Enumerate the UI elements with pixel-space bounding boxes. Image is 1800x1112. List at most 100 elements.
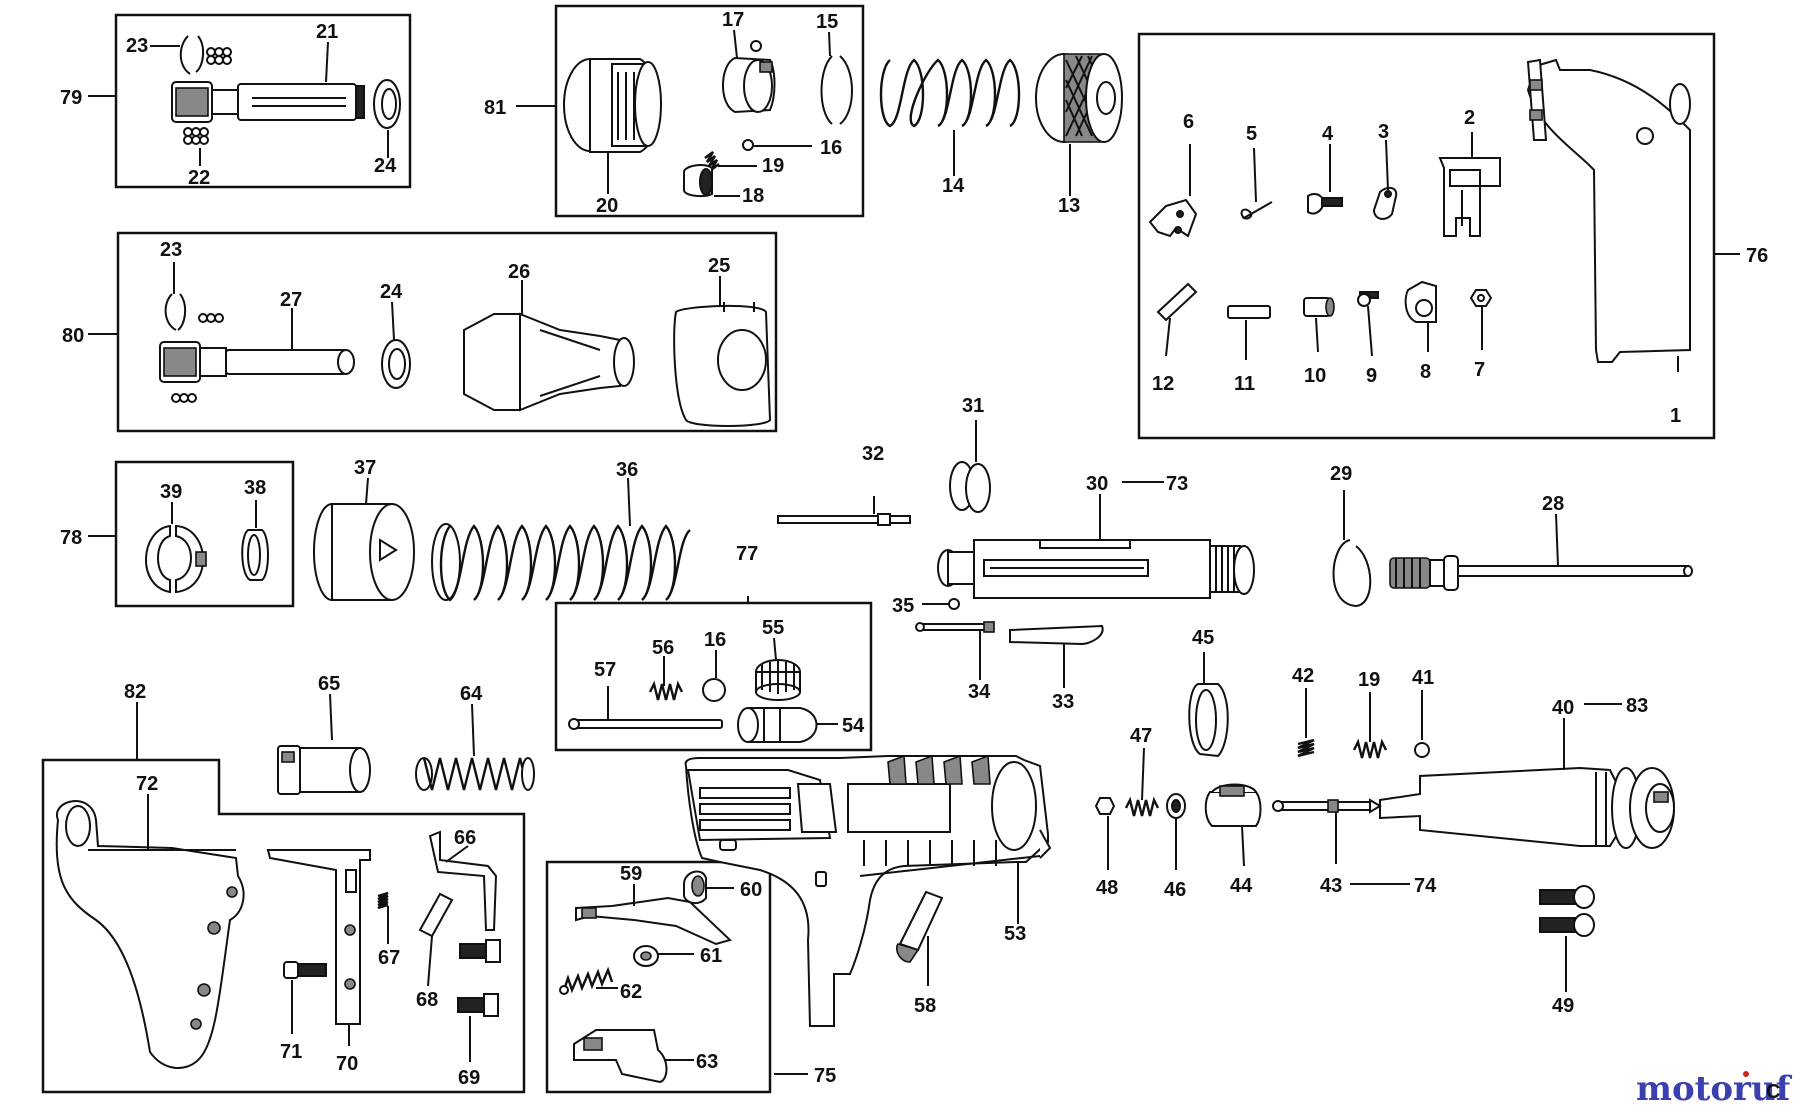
label-62: 62 — [620, 981, 642, 1003]
label-67: 67 — [378, 947, 400, 969]
kit-box-82 — [41, 758, 526, 1094]
label-13: 13 — [1058, 195, 1080, 217]
label-23a: 23 — [126, 35, 148, 57]
part-63-safety — [573, 1029, 668, 1084]
part-48-nut — [1094, 797, 1116, 815]
label-56: 56 — [652, 637, 674, 659]
part-39-split-bushing — [145, 524, 207, 594]
part-19b-spring — [1352, 738, 1388, 759]
part-33-plate — [1009, 624, 1104, 646]
kit-box-81 — [554, 4, 865, 218]
label-63: 63 — [696, 1051, 718, 1073]
part-11-pin — [1227, 305, 1271, 319]
label-27: 27 — [280, 289, 302, 311]
part-34-pin — [915, 621, 995, 633]
part-22b-balls-top — [198, 313, 224, 323]
part-24-washer — [373, 79, 401, 129]
label-70: 70 — [336, 1053, 358, 1075]
part-55-knob — [755, 659, 801, 701]
part-4-screw — [1307, 193, 1343, 215]
label-77: 77 — [736, 543, 758, 565]
label-30: 30 — [1086, 473, 1108, 495]
label-58: 58 — [914, 995, 936, 1017]
part-16b-ball — [702, 678, 726, 702]
part-72-grip — [55, 800, 245, 1070]
label-44: 44 — [1230, 875, 1253, 897]
kit-box-79 — [114, 13, 412, 189]
label-5: 5 — [1246, 123, 1257, 145]
part-14-spring — [879, 58, 1021, 128]
label-21: 21 — [316, 21, 338, 43]
part-28-piston — [1389, 555, 1693, 591]
kit-box-80 — [116, 231, 778, 433]
label-53: 53 — [1004, 923, 1026, 945]
part-49-screw-a — [1539, 885, 1595, 909]
part-45-ring — [1188, 683, 1229, 758]
part-22-balls-top — [206, 47, 232, 65]
part-61-washer — [633, 945, 659, 967]
part-1-handle — [1526, 58, 1691, 363]
part-2-bracket — [1438, 157, 1501, 237]
label-71: 71 — [280, 1041, 302, 1063]
part-37-cylinder — [313, 503, 415, 601]
label-42: 42 — [1292, 665, 1314, 687]
watermark-logo: motoruf — [1636, 1069, 1793, 1109]
label-48: 48 — [1096, 877, 1118, 899]
label-31: 31 — [962, 395, 984, 417]
part-64-spring — [415, 757, 535, 791]
label-2: 2 — [1464, 107, 1475, 129]
watermark-dot — [1743, 1071, 1749, 1077]
part-7-nut — [1469, 289, 1493, 307]
label-20: 20 — [596, 195, 618, 217]
part-26-nosepiece — [463, 312, 635, 412]
part-5-torsion-spring — [1240, 201, 1273, 220]
label-8: 8 — [1420, 361, 1431, 383]
label-24b: 24 — [380, 281, 403, 303]
label-80: 80 — [62, 325, 84, 347]
label-41: 41 — [1412, 667, 1434, 689]
part-35-ball — [948, 598, 960, 610]
part-24b-washer — [381, 339, 411, 389]
part-68-pin — [418, 892, 454, 938]
label-16b: 16 — [704, 629, 726, 651]
label-75: 75 — [814, 1065, 836, 1087]
label-35: 35 — [892, 595, 914, 617]
label-17: 17 — [722, 9, 744, 31]
part-46-washer — [1166, 793, 1186, 819]
part-38-split-ring — [241, 529, 269, 581]
label-47: 47 — [1130, 725, 1152, 747]
part-70-trigger-plate — [266, 849, 371, 1025]
label-10: 10 — [1304, 365, 1326, 387]
label-14: 14 — [942, 175, 965, 197]
label-81: 81 — [484, 97, 506, 119]
label-39: 39 — [160, 481, 182, 503]
part-47-spring — [1124, 796, 1160, 817]
label-22: 22 — [188, 167, 210, 189]
label-65: 65 — [318, 673, 340, 695]
part-20-sleeve — [563, 58, 662, 153]
part-40-cylinder — [1379, 766, 1675, 849]
label-72: 72 — [136, 773, 158, 795]
part-49-screw-b — [1539, 913, 1595, 937]
label-49: 49 — [1552, 995, 1574, 1017]
label-59: 59 — [620, 863, 642, 885]
part-53-housing — [684, 754, 1052, 1027]
part-42-spring — [1297, 738, 1315, 758]
part-12-pin — [1156, 282, 1198, 322]
part-10-bushing — [1303, 297, 1335, 317]
kit-box-77 — [554, 601, 873, 752]
part-60-cap — [683, 870, 707, 904]
part-32-pin — [777, 513, 911, 526]
label-60: 60 — [740, 879, 762, 901]
label-38: 38 — [244, 477, 266, 499]
label-33: 33 — [1052, 691, 1074, 713]
label-68: 68 — [416, 989, 438, 1011]
part-36-spring — [431, 523, 691, 602]
label-29: 29 — [1330, 463, 1352, 485]
watermark-suffix: C — [1766, 1081, 1780, 1103]
part-15-split-ring — [820, 55, 853, 125]
part-62-spring — [559, 966, 614, 995]
part-31-ring — [949, 461, 991, 513]
label-23b: 23 — [160, 239, 182, 261]
